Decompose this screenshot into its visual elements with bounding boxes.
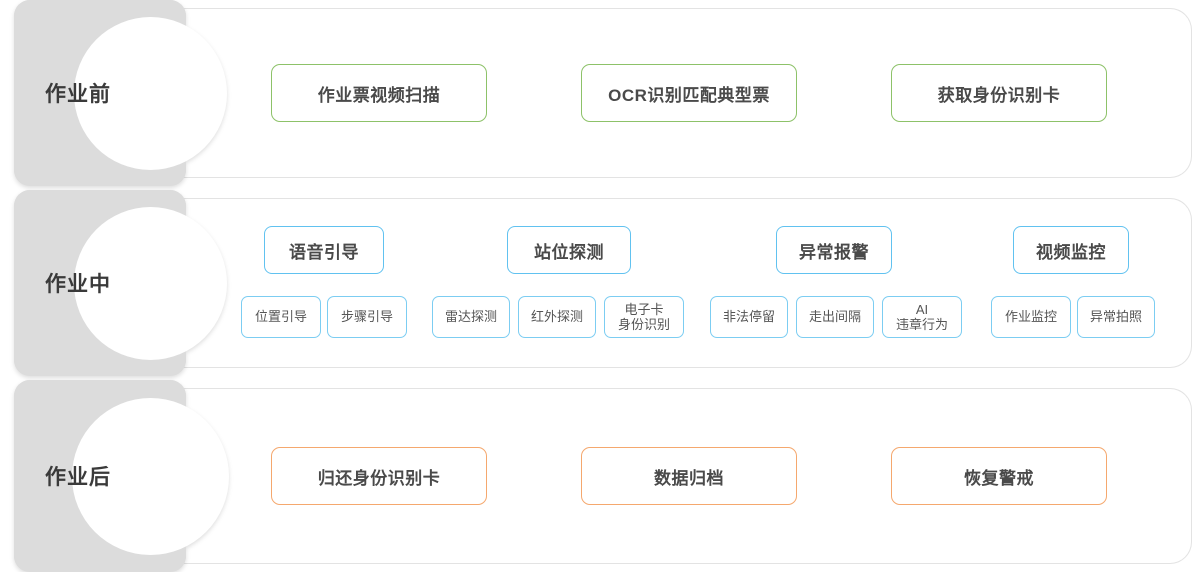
phase-label-during: 作业中	[45, 273, 111, 296]
sub-box-2-0[interactable]: 非法停留	[710, 296, 788, 338]
action-box-before-2[interactable]: 获取身份识别卡	[891, 64, 1107, 122]
sub-box-3-1[interactable]: 异常拍照	[1077, 296, 1155, 338]
box-label: 异常报警	[799, 242, 869, 262]
box-label: 获取身份识别卡	[937, 85, 1061, 105]
phase-plate-notch	[73, 16, 227, 170]
box-label-line: 步骤引导	[340, 309, 393, 325]
action-box-after-2[interactable]: 恢复警戒	[891, 447, 1107, 505]
sub-box-0-1[interactable]: 步骤引导	[327, 296, 407, 338]
action-box-after-0[interactable]: 归还身份识别卡	[271, 447, 487, 505]
sub-box-1-1[interactable]: 红外探测	[518, 296, 596, 338]
sub-box-2-1[interactable]: 走出间隔	[796, 296, 874, 338]
phase-row-before: 作业前 作业票视频扫描 OCR识别匹配典型票 获取身份识别卡	[0, 0, 1200, 186]
sub-box-0-0[interactable]: 位置引导	[241, 296, 321, 338]
group-box-0[interactable]: 语音引导	[264, 226, 384, 274]
box-label-line: 位置引导	[254, 309, 307, 325]
phase-label-plate-during: 作业中	[14, 190, 227, 376]
box-label: 归还身份识别卡	[317, 468, 441, 488]
box-label-line: 违章行为	[895, 317, 948, 332]
phase-label-plate-before: 作业前	[14, 0, 227, 186]
sub-box-3-0[interactable]: 作业监控	[991, 296, 1071, 338]
box-label: 作业票视频扫描	[317, 85, 441, 105]
box-label-line: 作业监控	[1004, 309, 1057, 325]
box-label-line: 异常拍照	[1089, 309, 1142, 325]
phase-label-before: 作业前	[45, 83, 111, 106]
box-label: OCR识别匹配典型票	[608, 85, 770, 105]
box-label: 恢复警戒	[964, 468, 1034, 488]
box-label-line: 非法停留	[722, 309, 775, 325]
phase-plate-notch	[73, 206, 227, 360]
box-label-line: 电子卡	[624, 301, 664, 317]
box-label-line: AI	[915, 301, 929, 317]
box-label-line: 走出间隔	[808, 309, 861, 325]
group-box-2[interactable]: 异常报警	[776, 226, 892, 274]
action-box-before-1[interactable]: OCR识别匹配典型票	[581, 64, 797, 122]
group-box-3[interactable]: 视频监控	[1013, 226, 1129, 274]
action-box-after-1[interactable]: 数据归档	[581, 447, 797, 505]
box-label: 语音引导	[289, 242, 359, 262]
phase-lane-during	[183, 198, 1192, 368]
box-label: 视频监控	[1036, 242, 1106, 262]
phase-row-during: 作业中 语音引导位置引导 步骤引导 站位探测雷达探测 红外探测 电子卡身份识别 异常报警非法…	[0, 190, 1200, 376]
sub-box-1-2[interactable]: 电子卡身份识别	[604, 296, 684, 338]
box-label-line: 身份识别	[617, 317, 670, 332]
phase-row-after: 作业后 归还身份识别卡 数据归档 恢复警戒	[0, 380, 1200, 572]
action-box-before-0[interactable]: 作业票视频扫描	[271, 64, 487, 122]
sub-box-1-0[interactable]: 雷达探测	[432, 296, 510, 338]
phase-plate-notch	[71, 397, 229, 555]
box-label: 数据归档	[654, 468, 724, 488]
phase-label-plate-after: 作业后	[14, 380, 229, 572]
box-label-line: 红外探测	[530, 309, 583, 325]
group-box-1[interactable]: 站位探测	[507, 226, 631, 274]
phase-label-after: 作业后	[45, 466, 111, 489]
box-label: 站位探测	[534, 242, 604, 262]
box-label-line: 雷达探测	[444, 309, 497, 325]
